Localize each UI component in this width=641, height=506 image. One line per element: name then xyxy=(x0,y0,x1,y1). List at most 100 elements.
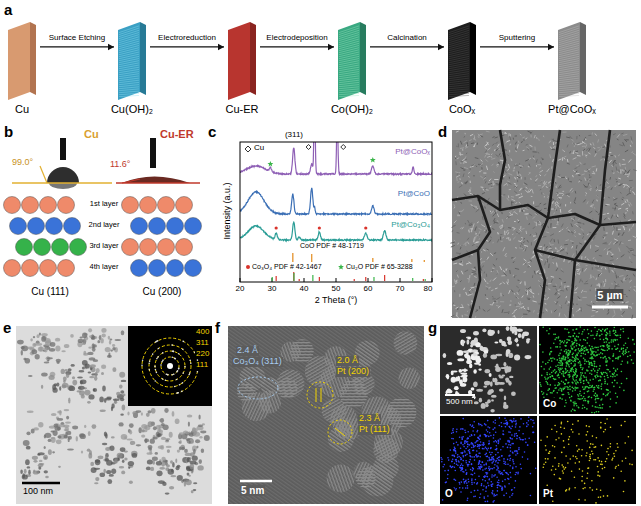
sem-texture xyxy=(576,165,579,167)
nanoparticle xyxy=(38,422,43,427)
sem-texture xyxy=(559,313,561,317)
reference-stick xyxy=(354,279,355,281)
sem-texture xyxy=(455,171,458,173)
nanoparticle xyxy=(185,479,191,485)
sem-texture xyxy=(460,227,462,229)
sem-texture xyxy=(474,283,475,286)
sem-texture xyxy=(456,307,459,308)
atom xyxy=(131,260,148,277)
sem-texture xyxy=(581,229,584,231)
sem-texture xyxy=(548,283,551,284)
sem-texture xyxy=(461,161,464,162)
sem-texture xyxy=(543,135,544,137)
sem-texture xyxy=(610,259,614,261)
sem-texture xyxy=(558,176,562,177)
diffraction-spot xyxy=(177,392,179,394)
dot-marker xyxy=(318,226,321,229)
sem-texture xyxy=(528,266,530,268)
reference-stick xyxy=(384,275,385,281)
sem-texture xyxy=(548,226,549,228)
sem-texture xyxy=(601,283,603,286)
sem-texture xyxy=(628,306,630,307)
sem-texture xyxy=(557,204,560,207)
reference-stick xyxy=(365,277,366,281)
nanoparticle xyxy=(56,383,59,387)
sem-texture xyxy=(578,296,580,299)
sem-texture xyxy=(455,161,457,165)
sem-texture xyxy=(629,280,631,282)
nanoparticle xyxy=(28,375,33,377)
sem-texture xyxy=(550,234,554,236)
sem-texture xyxy=(524,281,525,285)
sem-texture xyxy=(600,184,602,186)
nanoparticle xyxy=(196,446,198,449)
sem-texture xyxy=(459,294,460,297)
sem-texture xyxy=(475,310,478,312)
sem-texture xyxy=(585,281,587,283)
sem-texture xyxy=(585,186,589,187)
sem-texture xyxy=(521,240,523,242)
sem-texture xyxy=(630,145,632,147)
sem-texture xyxy=(532,189,533,193)
sem-texture xyxy=(609,251,612,253)
sem-texture xyxy=(620,169,621,173)
nanoparticle xyxy=(82,332,87,338)
sem-texture xyxy=(522,296,524,298)
diffraction-spot xyxy=(184,366,186,368)
sem-texture xyxy=(490,253,493,256)
sem-texture xyxy=(547,297,549,300)
nanoparticle xyxy=(167,449,170,453)
sem-texture xyxy=(575,151,579,153)
sem-texture xyxy=(604,248,606,250)
sem-texture xyxy=(604,283,605,287)
sem-texture xyxy=(536,271,539,273)
sem-texture xyxy=(471,142,474,144)
sem-texture xyxy=(552,257,554,258)
nanoparticle xyxy=(161,423,165,426)
star-marker xyxy=(338,264,344,269)
sem-texture xyxy=(613,164,615,167)
nanoparticle xyxy=(72,380,77,386)
sem-texture xyxy=(515,247,517,249)
sem-texture xyxy=(624,226,627,227)
sem-texture xyxy=(623,278,624,282)
nanoparticle xyxy=(99,397,104,403)
sem-texture xyxy=(531,292,534,293)
diffraction-spot xyxy=(161,361,163,363)
sem-texture xyxy=(603,242,607,243)
sem-texture xyxy=(517,292,519,295)
sem-texture xyxy=(514,221,516,222)
sem-texture xyxy=(624,174,628,175)
sem-texture xyxy=(590,275,591,279)
sem-texture xyxy=(478,228,481,230)
nanoparticle xyxy=(79,390,85,395)
sem-texture xyxy=(471,164,475,166)
sem-texture xyxy=(593,142,594,145)
sem-texture xyxy=(552,201,554,204)
atom xyxy=(185,260,202,277)
sem-texture xyxy=(472,293,474,296)
sem-texture xyxy=(503,237,504,239)
sem-texture xyxy=(460,147,464,149)
sem-texture xyxy=(576,136,577,139)
sem-texture xyxy=(494,179,498,180)
sem-texture xyxy=(579,181,581,182)
nanoparticle xyxy=(179,432,185,435)
sem-texture xyxy=(504,183,507,185)
sem-texture xyxy=(522,137,524,139)
nanoparticle xyxy=(156,470,162,476)
sem-texture xyxy=(486,166,487,170)
sem-texture xyxy=(565,248,566,252)
nanoparticle xyxy=(85,363,90,368)
sem-texture xyxy=(503,228,505,229)
sem-texture xyxy=(562,229,564,231)
sem-texture xyxy=(457,215,460,216)
atom xyxy=(176,239,193,256)
nanoparticle xyxy=(80,379,87,384)
sem-texture xyxy=(633,224,634,227)
sem-texture xyxy=(605,205,607,206)
sem-texture xyxy=(460,245,462,249)
nanoparticle xyxy=(152,460,155,464)
sem-texture xyxy=(519,165,523,166)
sem-texture xyxy=(586,265,588,266)
